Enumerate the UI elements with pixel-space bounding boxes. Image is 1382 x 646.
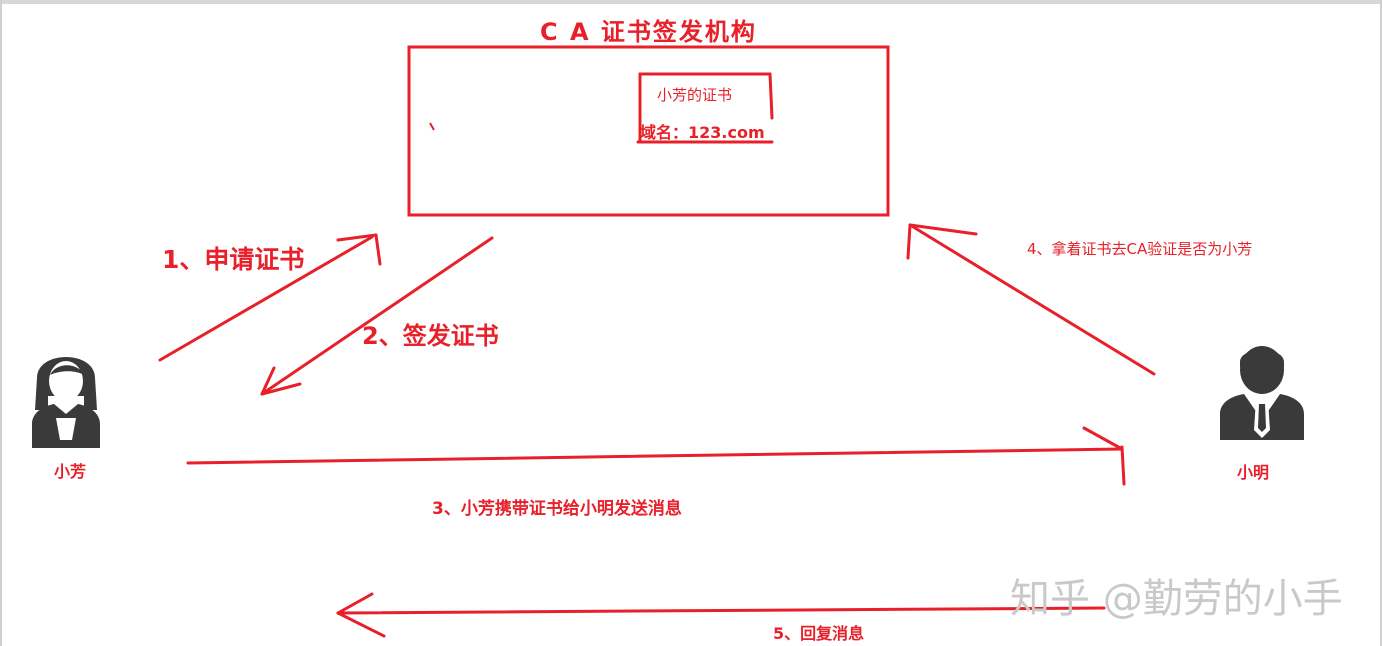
- ca-authority-box: [407, 45, 890, 217]
- window-right-edge: [1380, 0, 1382, 646]
- certificate-box: [636, 72, 774, 144]
- step-apply-certificate-label: 1、申请证书: [162, 245, 305, 274]
- step-issue-certificate-label: 2、签发证书: [362, 322, 499, 350]
- certificate-domain: 域名：123.com: [640, 123, 765, 142]
- female-user-icon: [32, 357, 100, 448]
- step-verify-certificate-label: 4、拿着证书去CA验证是否为小芳: [1027, 240, 1253, 258]
- arrow-reply-message: [336, 592, 1106, 638]
- window-top-edge: [0, 0, 1382, 4]
- step-send-message-label: 3、小芳携带证书给小明发送消息: [432, 499, 682, 519]
- window-left-edge: [0, 0, 2, 646]
- actor-left-name: 小芳: [54, 462, 87, 481]
- step-reply-message-label: 5、回复消息: [773, 624, 865, 643]
- certificate-title: 小芳的证书: [657, 86, 733, 104]
- arrow-apply-certificate: [158, 233, 382, 362]
- actor-right-name: 小明: [1237, 463, 1270, 482]
- stray-mark: [429, 122, 435, 131]
- ca-authority-title: C A 证书签发机构: [540, 18, 757, 46]
- arrow-issue-certificate: [260, 236, 494, 396]
- arrow-verify-certificate: [906, 223, 1156, 376]
- arrow-send-message: [186, 426, 1126, 486]
- male-user-icon: [1220, 346, 1304, 440]
- zhihu-watermark: 知乎 @勤劳的小手: [1010, 576, 1343, 622]
